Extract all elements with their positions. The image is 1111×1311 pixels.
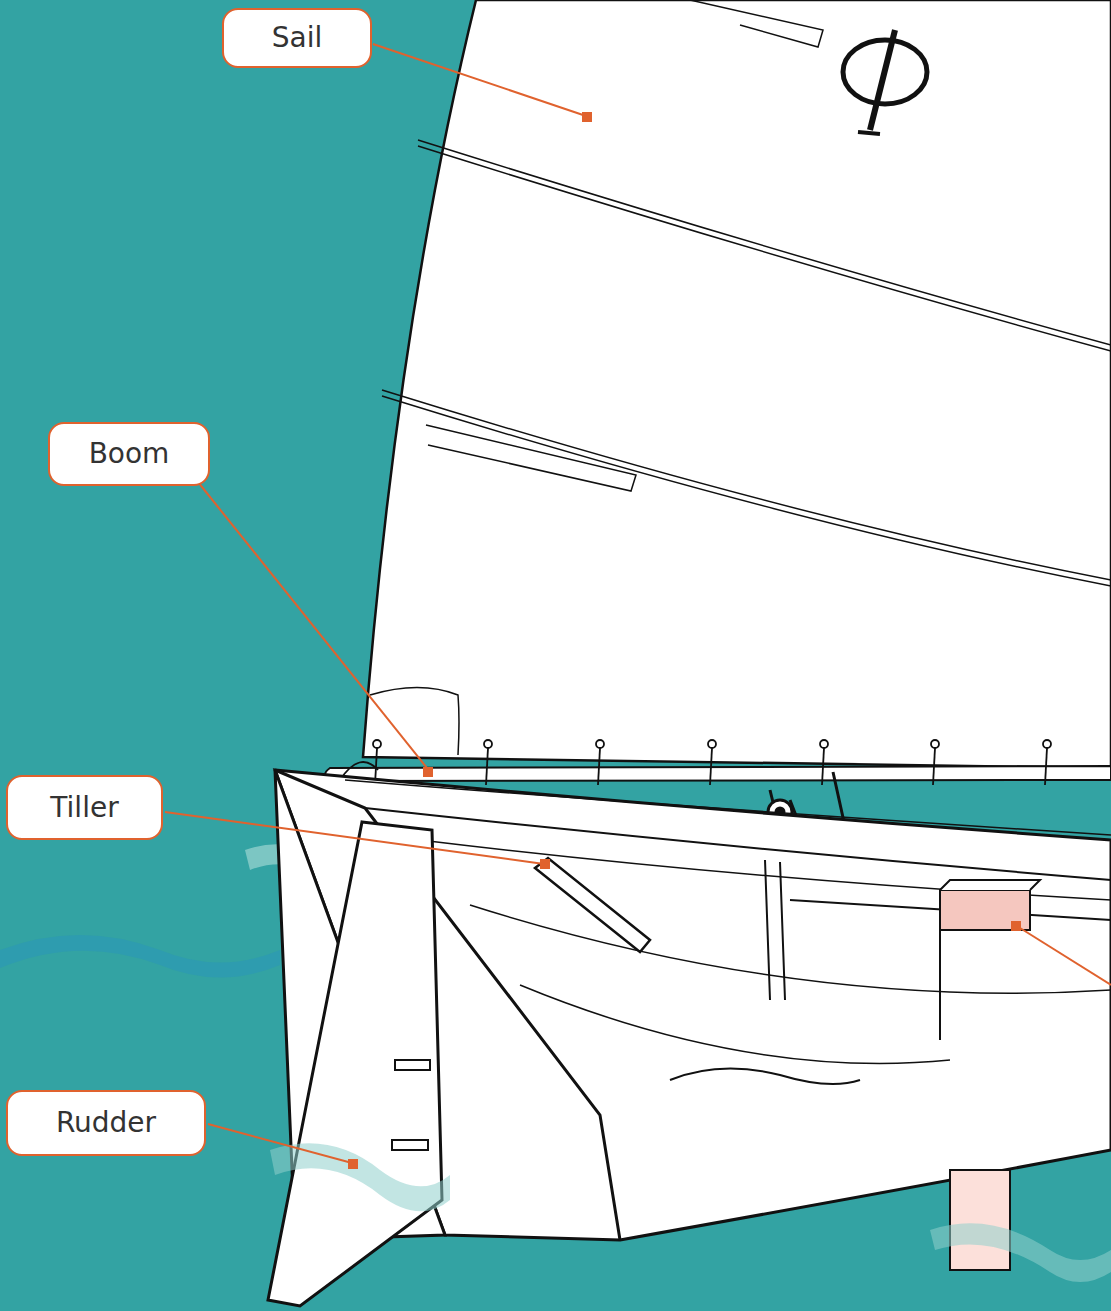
part-name: Rudder	[56, 1106, 156, 1140]
callout-box: Boom	[48, 422, 210, 486]
part-name: Boom	[89, 437, 170, 471]
callout-box: Rudder	[6, 1090, 206, 1156]
part-name: Sail	[272, 21, 323, 55]
callout-box: Tiller	[6, 775, 163, 840]
part-name: Tiller	[50, 791, 118, 825]
callout-box: Sail	[222, 8, 372, 68]
